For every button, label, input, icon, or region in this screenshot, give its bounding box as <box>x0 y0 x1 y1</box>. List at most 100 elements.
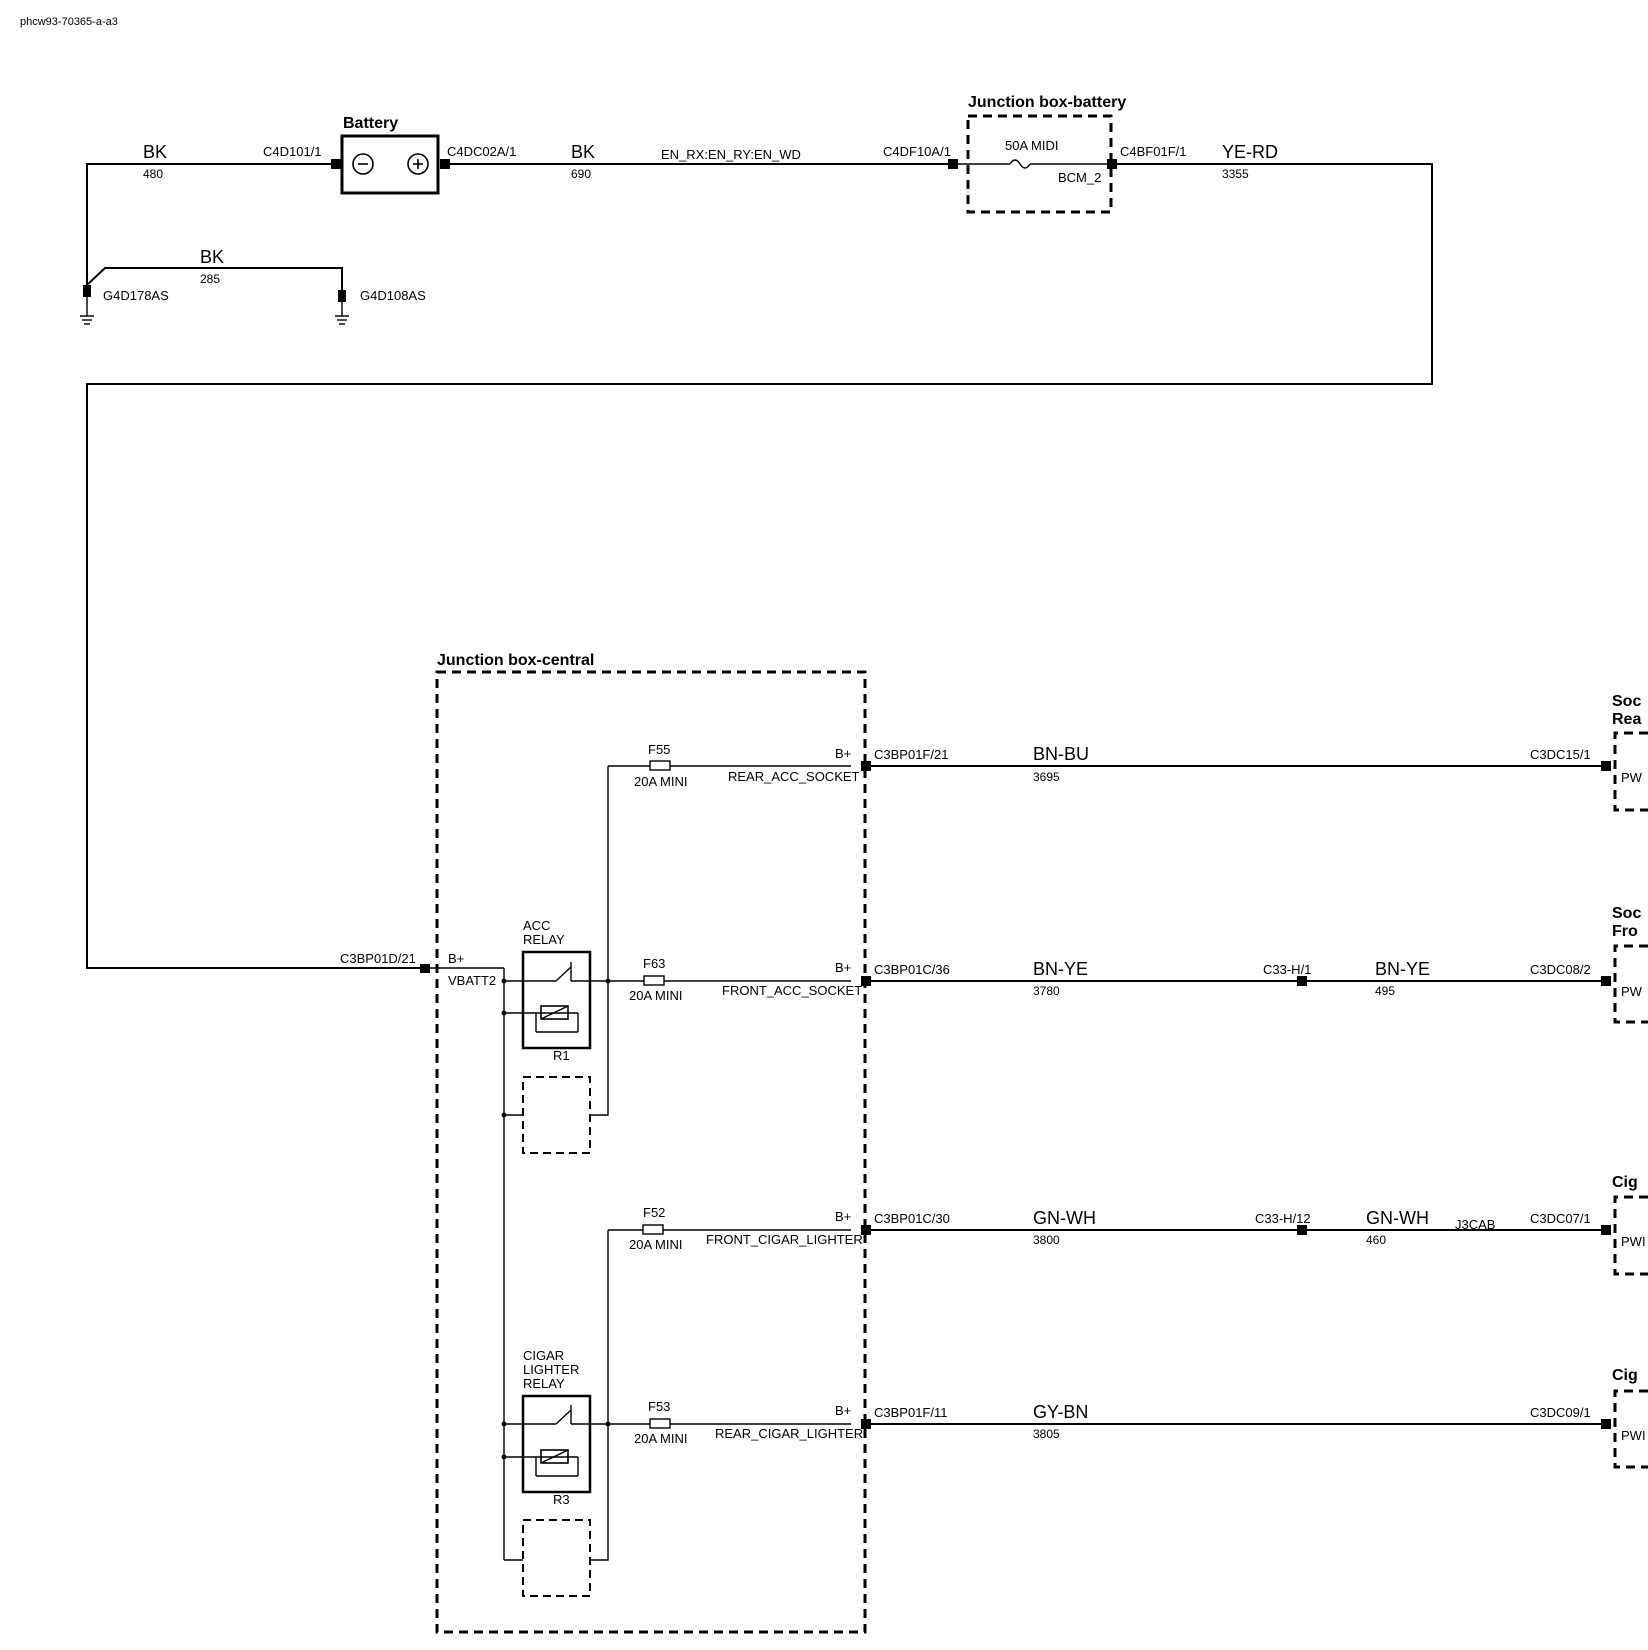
wire-num-480: 480 <box>143 167 163 181</box>
battery-negative-icon <box>352 153 374 175</box>
fuse-icon <box>649 1418 671 1429</box>
inline-c33-h-12: C33-H/12 <box>1255 1211 1311 1226</box>
jbc-bplus: B+ <box>448 951 464 966</box>
f63-bplus: B+ <box>835 960 851 975</box>
cigar1-pin: PWI <box>1621 1234 1646 1249</box>
conn-c4d101: C4D101/1 <box>263 144 322 159</box>
wire-color-bk-480: BK <box>143 142 167 162</box>
wire-num-3805: 3805 <box>1033 1427 1060 1441</box>
ground-g4d108as: G4D108AS <box>360 288 426 303</box>
jbb-fuse-rating: 50A MIDI <box>1005 138 1058 153</box>
conn-c3dc15: C3DC15/1 <box>1530 747 1591 762</box>
battery-symbol: Battery <box>340 115 440 195</box>
conn-c3dc08: C3DC08/2 <box>1530 962 1591 977</box>
output-wires: C3BP01F/21 BN-BU 3695 C3DC15/1 C3BP01C/3… <box>871 744 1611 1441</box>
socket-rear-title-1: Soc <box>1612 693 1641 710</box>
connector-pin <box>1297 976 1307 986</box>
f52-id: F52 <box>643 1205 665 1220</box>
fuse-icon <box>643 975 665 986</box>
conn-c3dc09: C3DC09/1 <box>1530 1405 1591 1420</box>
relay1-label-line2: RELAY <box>523 932 565 947</box>
f52-rating: 20A MINI <box>629 1237 682 1252</box>
socket-front-title-1: Soc <box>1612 905 1641 922</box>
wire-num-460: 460 <box>1366 1233 1386 1247</box>
f53-bplus: B+ <box>835 1403 851 1418</box>
right-components: Soc Rea PW Soc Fro PW Cig PWI Cig PWI <box>1612 693 1648 1469</box>
cigar-lighter-relay: CIGAR LIGHTER RELAY R3 <box>501 1230 611 1597</box>
wire-color-ye-rd: YE-RD <box>1222 142 1278 162</box>
wire-bk-285 <box>86 267 343 295</box>
junction-box-battery: Junction box-battery 50A MIDI BCM_2 C4BF… <box>958 94 1186 214</box>
wire-ye-rd <box>86 163 1433 969</box>
conn-c3bp01f-21: C3BP01F/21 <box>874 747 948 762</box>
f52-signal: FRONT_CIGAR_LIGHTER <box>706 1232 863 1247</box>
relay3-label-line3: RELAY <box>523 1376 565 1391</box>
f63-signal: FRONT_ACC_SOCKET <box>722 983 862 998</box>
wire-num-3695: 3695 <box>1033 770 1060 784</box>
relay3-id: R3 <box>553 1492 570 1507</box>
conn-c3bp01d: C3BP01D/21 <box>340 951 416 966</box>
ground-icon <box>335 290 349 325</box>
f55-rating: 20A MINI <box>634 774 687 789</box>
connector-pin <box>861 1419 871 1429</box>
junction-box-central: Junction box-central C3BP01D/21 B+ VBATT… <box>340 652 871 1634</box>
conn-c4bf01f: C4BF01F/1 <box>1120 144 1186 159</box>
wire-color-bk-690: BK <box>571 142 595 162</box>
relay-coil-icon <box>540 1005 569 1020</box>
wire-color-gn-wh-460: GN-WH <box>1366 1208 1429 1228</box>
conn-c4dc02a: C4DC02A/1 <box>447 144 516 159</box>
wire-num-285: 285 <box>200 272 220 286</box>
connector-pin <box>1297 1225 1307 1235</box>
wire-bk-480 <box>86 163 332 285</box>
wire-color-gn-wh-3800: GN-WH <box>1033 1208 1096 1228</box>
fuse-icon <box>642 1224 664 1235</box>
connector-pin <box>1601 976 1611 986</box>
relay-coil-icon <box>540 1449 569 1464</box>
connector-pin <box>861 1225 871 1235</box>
f55-bplus: B+ <box>835 746 851 761</box>
ground-icon <box>80 285 94 325</box>
socket-rear-pin: PW <box>1621 770 1643 785</box>
wire-color-bn-ye-3780: BN-YE <box>1033 959 1088 979</box>
relay1-label-line1: ACC <box>523 918 550 933</box>
conn-c3bp01f-11: C3BP01F/11 <box>874 1405 947 1420</box>
f53-id: F53 <box>648 1399 670 1414</box>
relay3-label-line2: LIGHTER <box>523 1362 579 1377</box>
cigar2-title: Cig <box>1612 1367 1638 1384</box>
relay1-id: R1 <box>553 1048 570 1063</box>
battery-title: Battery <box>343 115 398 132</box>
conn-c3dc07: C3DC07/1 <box>1530 1211 1591 1226</box>
f55-signal: REAR_ACC_SOCKET <box>728 769 860 784</box>
relay3-label-line1: CIGAR <box>523 1348 564 1363</box>
connector-pin <box>948 159 958 169</box>
connector-pin <box>861 976 871 986</box>
connector-pin <box>420 964 430 973</box>
inline-c33-h-1: C33-H/1 <box>1263 962 1311 977</box>
wire-color-gy-bn: GY-BN <box>1033 1402 1088 1422</box>
f53-rating: 20A MINI <box>634 1431 687 1446</box>
socket-front-pin: PW <box>1621 984 1643 999</box>
f55-id: F55 <box>648 742 670 757</box>
connector-pin <box>331 159 341 169</box>
battery-positive-icon <box>407 153 429 175</box>
socket-front-title-2: Fro <box>1612 923 1638 940</box>
connector-pin <box>1601 1225 1611 1235</box>
cigar1-title: Cig <box>1612 1174 1638 1191</box>
f63-rating: 20A MINI <box>629 988 682 1003</box>
jbb-signal: BCM_2 <box>1058 170 1101 185</box>
wire-color-bn-ye-495: BN-YE <box>1375 959 1430 979</box>
connector-pin <box>440 159 450 169</box>
ground-g4d178as: G4D178AS <box>103 288 169 303</box>
wire-color-bn-bu: BN-BU <box>1033 744 1089 764</box>
battery-circuit: BK 480 C4D101/1 Battery C4DC02A/1 BK 690… <box>80 94 1433 969</box>
connector-pin <box>1107 159 1117 169</box>
wire-num-3355: 3355 <box>1222 167 1249 181</box>
en-label: EN_RX:EN_RY:EN_WD <box>661 147 801 162</box>
wire-num-495: 495 <box>1375 984 1395 998</box>
conn-c3bp01c-36: C3BP01C/36 <box>874 962 950 977</box>
f53-signal: REAR_CIGAR_LIGHTER <box>715 1426 863 1441</box>
wire-num-3780: 3780 <box>1033 984 1060 998</box>
f63-id: F63 <box>643 956 665 971</box>
conn-c3bp01c-30: C3BP01C/30 <box>874 1211 950 1226</box>
